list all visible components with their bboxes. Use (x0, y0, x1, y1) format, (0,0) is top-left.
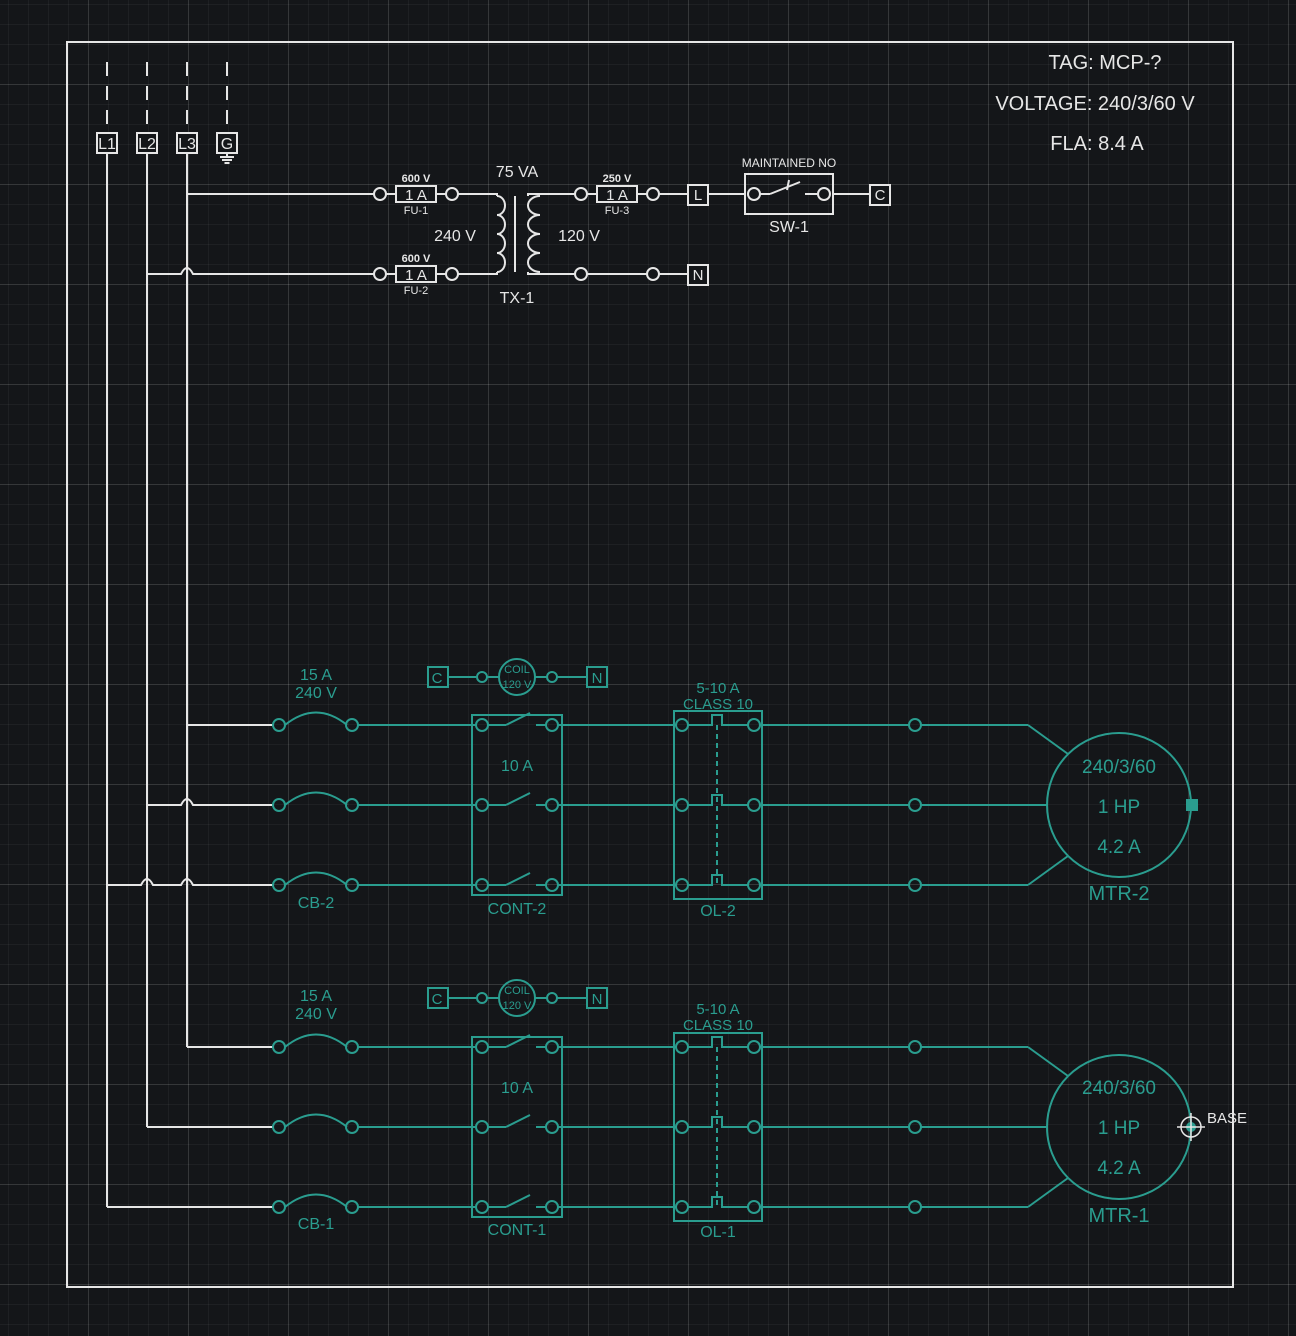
m2-cb-tag: CB-2 (298, 895, 335, 912)
fu2-voltage: 600 V (402, 253, 431, 265)
voltage-label: VOLTAGE: 240/3/60 V (995, 93, 1195, 115)
m2-cont-tag: CONT-2 (488, 901, 547, 918)
m2-ol-class: CLASS 10 (683, 696, 753, 713)
m2-coil-voltage: 120 V (503, 679, 532, 691)
m1-cont-amps: 10 A (501, 1080, 533, 1097)
control-transformer (373, 173, 891, 286)
m2-tag: MTR-2 (1088, 883, 1149, 905)
terminal-line: L (694, 187, 702, 204)
m1-tag: MTR-1 (1088, 1205, 1149, 1227)
switch-tag: SW-1 (769, 219, 809, 236)
m1-amps: 4.2 A (1097, 1158, 1141, 1179)
fu3-rating: 1 A (606, 187, 628, 204)
xfmr-tag: TX-1 (500, 290, 535, 307)
m1-ol-tag: OL-1 (700, 1224, 736, 1241)
terminal-l1: L1 (98, 136, 116, 153)
base-label: BASE (1207, 1110, 1247, 1127)
fu1-tag: FU-1 (404, 205, 428, 217)
m1-coil-voltage: 120 V (503, 1000, 532, 1012)
fu2-rating: 1 A (405, 267, 427, 284)
terminal-neutral: N (693, 267, 704, 284)
m1-rating: 240/3/60 (1082, 1078, 1156, 1099)
m2-rating: 240/3/60 (1082, 757, 1156, 778)
fu1-voltage: 600 V (402, 173, 431, 185)
info-block: TAG: MCP-? VOLTAGE: 240/3/60 V FLA: 8.4 … (995, 52, 1195, 155)
xfmr-secondary-voltage: 120 V (558, 228, 600, 245)
m2-cont-amps: 10 A (501, 758, 533, 775)
terminal-l3: L3 (178, 136, 196, 153)
m1-coil-c-terminal: C (432, 991, 443, 1008)
xfmr-primary-voltage: 240 V (434, 228, 476, 245)
m2-amps: 4.2 A (1097, 837, 1141, 858)
fla-label: FLA: 8.4 A (1050, 133, 1144, 155)
line-terminals (96, 132, 238, 154)
m2-cb-amps: 15 A (300, 667, 332, 684)
m1-hp: 1 HP (1098, 1118, 1140, 1139)
tag-label: TAG: MCP-? (1049, 52, 1162, 74)
xfmr-va: 75 VA (496, 164, 539, 181)
main-bus (106, 62, 374, 1208)
switch-type: MAINTAINED NO (742, 156, 836, 170)
m1-cb-amps: 15 A (300, 988, 332, 1005)
m1-ol-class: CLASS 10 (683, 1017, 753, 1034)
m2-ol-range: 5-10 A (696, 680, 739, 697)
m2-cb-volts: 240 V (295, 685, 337, 702)
base-marker[interactable] (1177, 1113, 1205, 1141)
drawing-border (66, 41, 1234, 1288)
fu3-tag: FU-3 (605, 205, 629, 217)
m1-coil-n-terminal: N (592, 991, 603, 1008)
m2-coil-c-terminal: C (432, 670, 443, 687)
m2-coil-label: COIL (504, 664, 530, 676)
m2-ol-tag: OL-2 (700, 903, 736, 920)
fu3-voltage: 250 V (603, 173, 632, 185)
m1-cb-tag: CB-1 (298, 1216, 335, 1233)
fu1-rating: 1 A (405, 187, 427, 204)
m2-hp: 1 HP (1098, 797, 1140, 818)
m2-coil-n-terminal: N (592, 670, 603, 687)
fu2-tag: FU-2 (404, 285, 428, 297)
m1-ol-range: 5-10 A (696, 1001, 739, 1018)
terminal-control: C (875, 187, 886, 204)
motor2-circuit: C N COIL 120 V 15 A 240 V CB-2 10 A CONT… (272, 658, 1198, 920)
m1-cb-volts: 240 V (295, 1006, 337, 1023)
m1-cont-tag: CONT-1 (488, 1222, 547, 1239)
motor1-circuit: C N COIL 120 V 15 A 240 V CB-1 10 A CONT… (272, 979, 1247, 1241)
terminal-g: G (221, 136, 233, 153)
m1-coil-label: COIL (504, 985, 530, 997)
terminal-l2: L2 (138, 136, 156, 153)
